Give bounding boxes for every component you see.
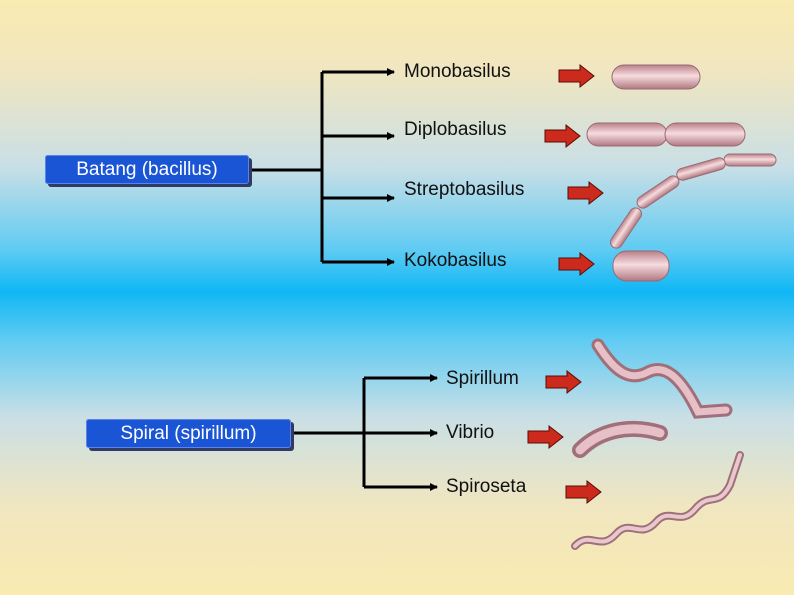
arrow-spirillum — [545, 369, 582, 395]
spirillum-bracket — [294, 374, 438, 491]
spiroseta-image — [571, 451, 744, 550]
arrow-kokobasilus — [558, 251, 595, 277]
streptobasilus-label: Streptobasilus — [404, 179, 525, 200]
spirillum-label: Spirillum — [446, 368, 519, 389]
arrow-streptobasilus — [567, 180, 604, 206]
spirillum-image — [591, 338, 733, 419]
spirillum-category-box: Spiral (spirillum) — [86, 419, 291, 448]
monobasilus-image — [611, 64, 701, 90]
vibrio-image — [572, 420, 668, 458]
bacillus-bracket — [252, 68, 395, 266]
red-arrows — [527, 63, 604, 505]
arrow-spiroseta — [565, 479, 602, 505]
vibrio-label: Vibrio — [446, 422, 495, 443]
kokobasilus-image — [612, 250, 670, 282]
arrow-diplobasilus — [544, 123, 581, 149]
diplobasilus-label: Diplobasilus — [404, 119, 507, 140]
arrow-vibrio — [527, 424, 564, 450]
streptobasilus-image — [609, 153, 777, 249]
bacillus-category-box: Batang (bacillus) — [45, 155, 249, 184]
kokobasilus-label: Kokobasilus — [404, 250, 507, 271]
diplobasilus-image — [586, 122, 746, 147]
arrow-monobasilus — [558, 63, 595, 89]
spiroseta-label: Spiroseta — [446, 476, 527, 497]
monobasilus-label: Monobasilus — [404, 61, 511, 82]
